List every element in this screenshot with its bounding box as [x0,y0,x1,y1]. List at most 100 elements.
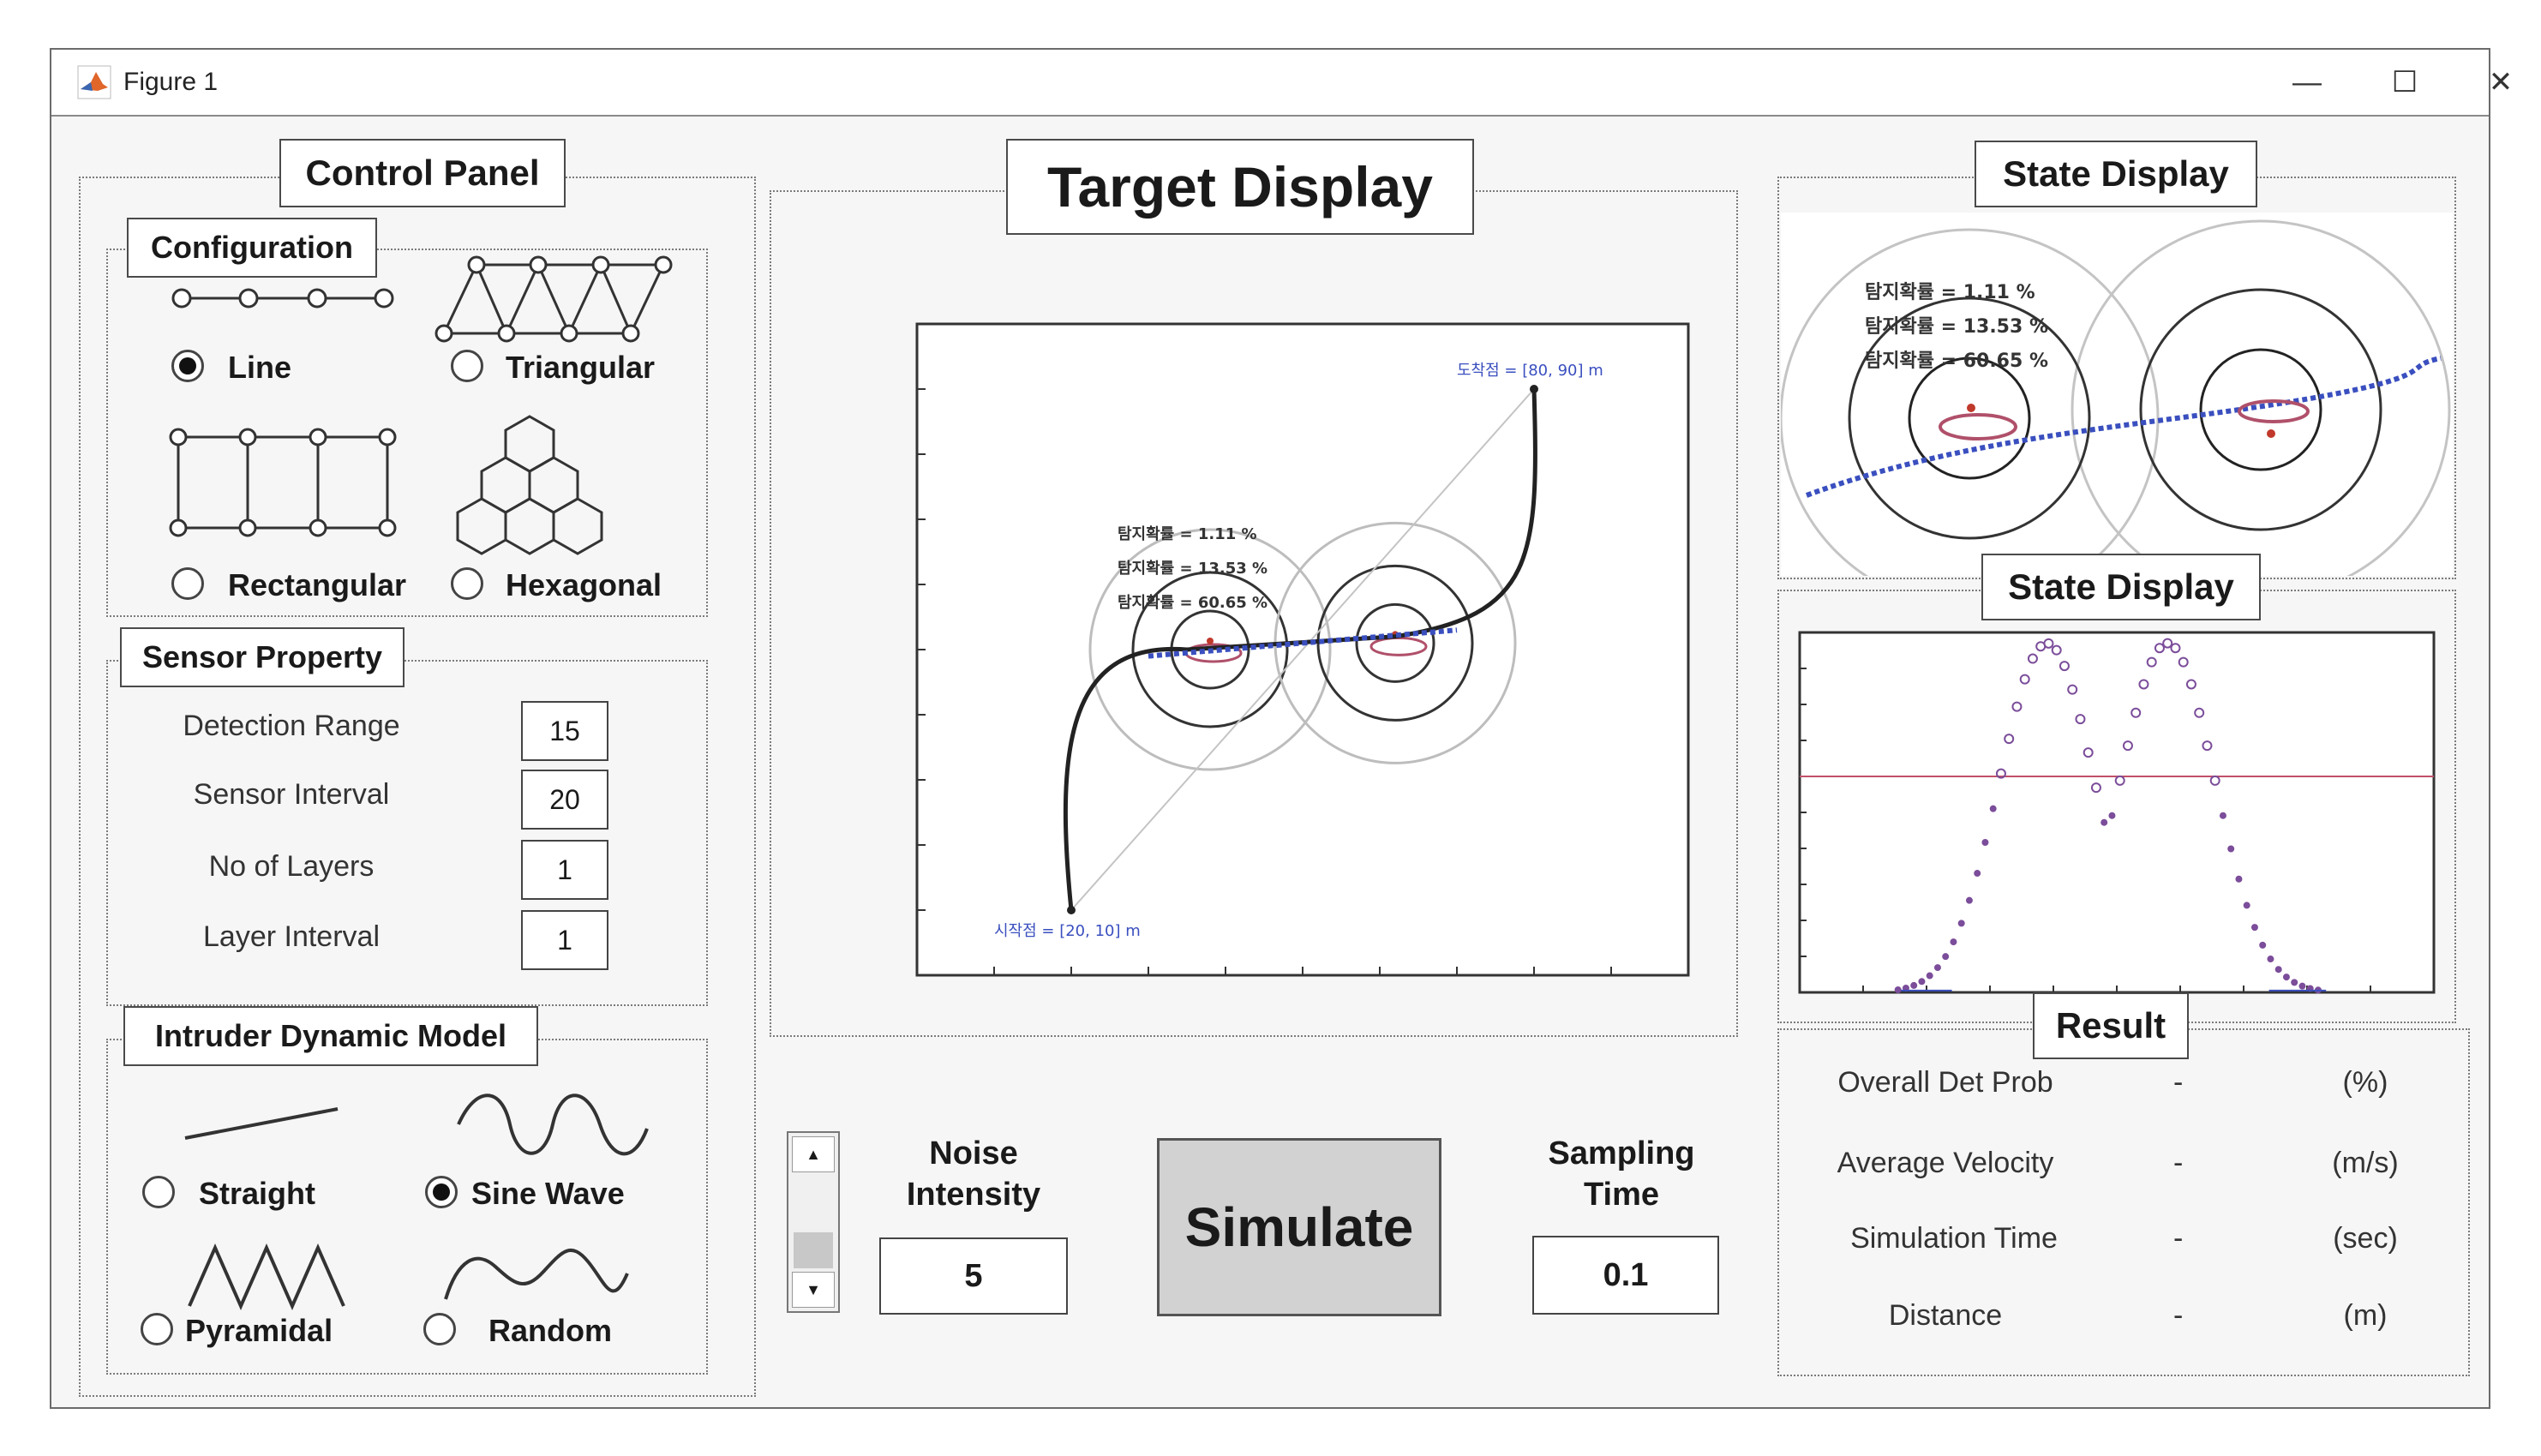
state-point [2250,924,2258,932]
overall-det-prob-value: - [2173,1066,2184,1099]
state-point [1894,986,1902,993]
state-point [1942,953,1950,961]
simulation-time-label: Simulation Time [1850,1222,2058,1255]
layer-interval-label: Layer Interval [203,920,380,953]
maximize-button[interactable]: ☐ [2362,57,2448,108]
state-point [2114,775,2125,786]
model-random-label: Random [488,1313,612,1348]
model-pyramidal-label: Pyramidal [185,1313,333,1348]
scroll-down-button[interactable]: ▼ [792,1272,835,1308]
state-plot-area [1798,631,2436,994]
detection-range-label: Detection Range [183,710,400,742]
title-bar: Figure 1 — ☐ ✕ [51,50,2513,117]
intruder-model-title: Intruder Dynamic Model [123,1006,538,1066]
distance-unit: (m) [2343,1299,2388,1332]
config-rectangular-label: Rectangular [228,567,407,602]
radio-sine-wave[interactable] [425,1176,458,1208]
state-prob-2-text: 탐지확률 = 13.53 % [1865,316,2048,338]
radio-straight[interactable] [142,1176,175,1208]
matlab-icon [77,65,111,99]
overall-det-prob-unit: (%) [2342,1066,2388,1099]
start-point [1067,906,1076,914]
radio-line[interactable] [171,350,204,382]
close-button[interactable]: ✕ [2458,57,2541,108]
state-point [2122,740,2133,752]
state-display-2-title: State Display [1981,554,2261,620]
state-display-1-title: State Display [1975,141,2257,207]
estimated-trace [1148,627,1458,659]
average-velocity-unit: (m/s) [2332,1147,2399,1179]
triangle-down-icon: ▼ [806,1280,821,1298]
configuration-title: Configuration [127,218,377,278]
hexagonal-config-icon [456,415,603,555]
state-point [1933,964,1941,972]
distance-label: Distance [1888,1299,2003,1332]
reference-line [1070,388,1535,911]
noise-intensity-label: Noise Intensity [906,1135,1041,1213]
noise-intensity-input[interactable]: 5 [879,1237,1068,1315]
state-point [2235,875,2243,883]
radio-rectangular[interactable] [171,567,204,600]
line-config-icon [171,288,394,309]
state-prob-3-text: 탐지확률 = 60.65 % [1865,351,2048,372]
state-point [2267,956,2274,963]
end-point [1530,385,1538,393]
state-point [1974,870,1981,878]
state-point [2043,638,2054,649]
average-velocity-label: Average Velocity [1837,1147,2054,1179]
intruder-path [1063,388,1537,911]
state-point [2185,679,2196,690]
random-path-icon [444,1249,629,1300]
minimize-button[interactable]: — [2264,57,2350,108]
state-point [2170,643,2181,654]
scroll-up-button[interactable]: ▲ [792,1136,835,1172]
state-prob-1-text: 탐지확률 = 1.11 % [1865,282,2035,303]
triangle-up-icon: ▲ [806,1145,821,1163]
sensor-inner-ring [1355,602,1435,683]
start-point-label: 시작점 = [20, 10] m [994,922,1141,940]
state-point [2083,747,2094,758]
detection-range-input[interactable]: 15 [521,701,608,761]
sampling-time-label: Sampling Time [1548,1135,1695,1213]
state-point [2219,812,2226,819]
state-point [2162,638,2173,649]
no-of-layers-label: No of Layers [208,850,375,883]
state-point [2019,674,2030,685]
distance-value: - [2173,1299,2184,1332]
sampling-time-input[interactable]: 0.1 [1532,1236,1719,1315]
probability-annotation: 탐지확률 = 13.53 % [1118,560,1268,578]
state-point [2130,707,2142,718]
sensor-middle-ring [1131,571,1289,728]
result-title: Result [2033,992,2189,1059]
radio-random[interactable] [423,1313,456,1345]
state-point [2067,684,2078,695]
scroll-thumb[interactable] [794,1232,833,1268]
state-point [2274,966,2282,974]
radio-pyramidal[interactable] [141,1313,173,1345]
control-panel-title: Control Panel [279,139,566,207]
state-point [2051,644,2062,656]
noise-scrollbar[interactable]: ▲ ▼ [787,1131,840,1313]
radio-hexagonal[interactable] [451,567,483,600]
triangular-config-icon [434,255,673,343]
state-point [1995,768,2006,779]
state-point [2101,818,2108,826]
probability-annotation: 탐지확률 = 60.65 % [1118,594,1268,612]
state-point [2194,707,2205,718]
sensor-interval-input[interactable]: 20 [521,770,608,830]
state-point [1918,978,1926,986]
layer-interval-input[interactable]: 1 [521,910,608,970]
sine-wave-icon [457,1093,649,1156]
state-point [2075,714,2086,725]
sensor-point [1207,638,1214,644]
state-point [1910,981,1918,989]
state-point [2138,679,2149,690]
radio-triangular[interactable] [451,350,483,382]
average-velocity-value: - [2173,1147,2184,1179]
simulate-button[interactable]: Simulate [1157,1138,1441,1316]
straight-path-icon [184,1107,339,1140]
state-point [2298,982,2306,990]
state-point [2178,656,2189,668]
no-of-layers-input[interactable]: 1 [521,840,608,900]
